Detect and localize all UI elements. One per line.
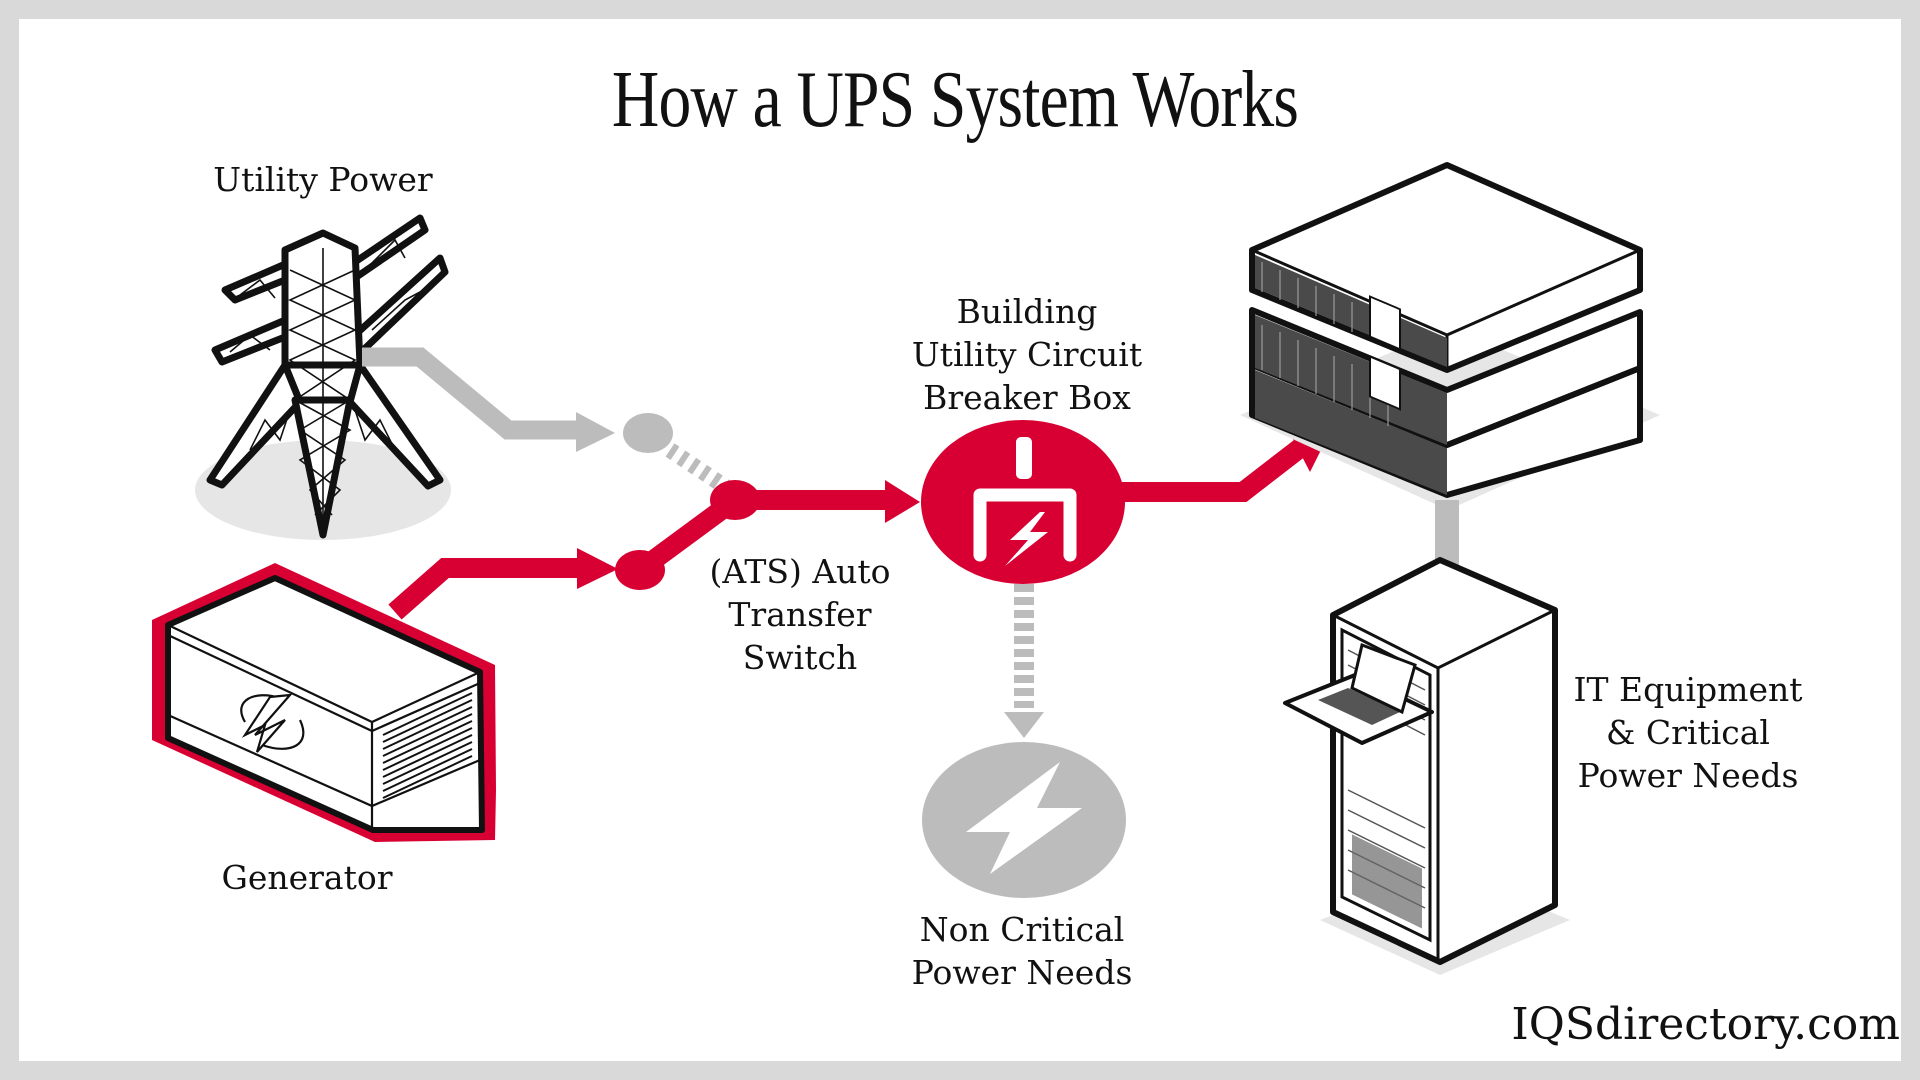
ups-stack-icon	[1240, 162, 1660, 510]
page-title-text: How a UPS System Works	[611, 56, 1299, 144]
it-equipment-label-line: Power Needs	[1577, 756, 1799, 795]
transmission-tower-icon	[195, 214, 451, 540]
breaker-box-label-line: Utility Circuit	[911, 335, 1143, 374]
ups-display-icon	[1369, 355, 1401, 411]
ats-label-line: (ATS) Auto	[709, 552, 891, 591]
breaker-to-noncritical-line	[1004, 584, 1044, 738]
arrow-head-icon	[576, 412, 615, 452]
ups-vent-icon	[1261, 262, 1389, 426]
non-critical-label: Non Critical Power Needs	[912, 908, 1133, 994]
laptop-keyboard-icon	[1318, 688, 1400, 725]
it-equipment-label-line: IT Equipment	[1573, 670, 1803, 709]
it-equipment-label-line: & Critical	[1606, 713, 1770, 752]
ats-label: (ATS) Auto Transfer Switch	[709, 550, 890, 679]
non-critical-label-line: Power Needs	[911, 953, 1133, 992]
server-rack-icon	[1283, 557, 1570, 975]
ats-utility-contact	[623, 413, 673, 453]
generator-icon	[152, 548, 618, 842]
ats-label-line: Switch	[742, 638, 858, 677]
utility-power-line	[362, 347, 735, 497]
transfer-switch-icon	[615, 480, 920, 590]
brand-watermark: IQSdirectory.com	[1511, 999, 1900, 1050]
page-title: How a UPS System Works	[537, 52, 1374, 148]
ats-label-line: Transfer	[728, 595, 872, 634]
laptop-screen-icon	[1350, 642, 1417, 715]
it-equipment-label: IT Equipment & Critical Power Needs	[1573, 668, 1802, 797]
breaker-box-label: Building Utility Circuit Breaker Box	[912, 290, 1142, 419]
generator-vent-icon	[382, 692, 473, 799]
generator-refresh-bolt-icon	[240, 693, 305, 753]
breaker-box-label-line: Building	[956, 292, 1098, 331]
arrow-head-icon	[1004, 712, 1044, 738]
generator-label: Generator	[221, 858, 393, 897]
circuit-breaker-icon	[921, 420, 1125, 584]
utility-power-label: Utility Power	[213, 160, 433, 199]
ups-display-icon	[1369, 295, 1401, 351]
arrow-head-icon	[885, 480, 920, 523]
non-critical-label-line: Non Critical	[919, 910, 1125, 949]
lightning-bolt-icon	[922, 742, 1126, 898]
breaker-box-label-line: Breaker Box	[923, 378, 1131, 417]
